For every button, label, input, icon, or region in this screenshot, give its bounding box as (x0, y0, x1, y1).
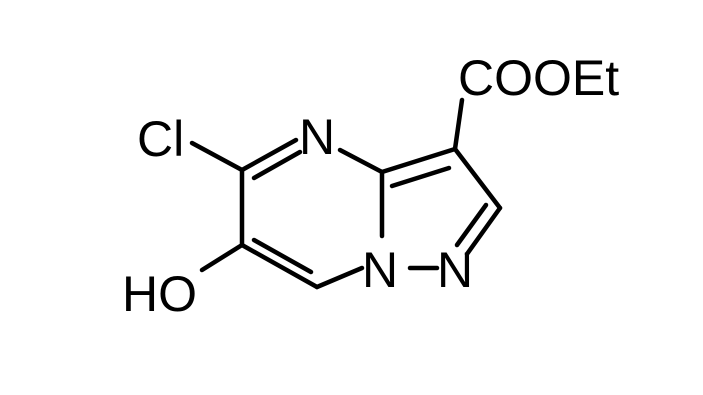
bond-c3-cooet (452, 97, 465, 152)
nitrogen-bridgehead-label: N (362, 242, 398, 298)
bond-c5-n4 (239, 137, 299, 173)
cooet-label: COOEt (458, 50, 619, 106)
bond-n4-c3a (337, 147, 385, 175)
bond-c2-n1 (464, 205, 503, 257)
bond-c3-c2 (452, 146, 503, 211)
chlorine-label: Cl (137, 111, 184, 167)
nitrogen-pyrimidine-label: N (299, 109, 335, 165)
nitrogen-pyrazole-label: N (437, 242, 473, 298)
bond-c3a-c3-double (389, 165, 452, 189)
bond-c6-oh (199, 242, 245, 273)
bond-c5-cl (189, 140, 245, 173)
bond-c7-c6 (239, 242, 320, 290)
bond-n7a-c7 (314, 265, 365, 290)
hydroxy-label: HO (122, 266, 197, 322)
bond-c5-n4-double (251, 149, 303, 181)
bond-c7-c6-double (251, 237, 314, 275)
bond-c3a-c3 (379, 146, 458, 175)
bond-c2-n1-double (454, 202, 489, 248)
